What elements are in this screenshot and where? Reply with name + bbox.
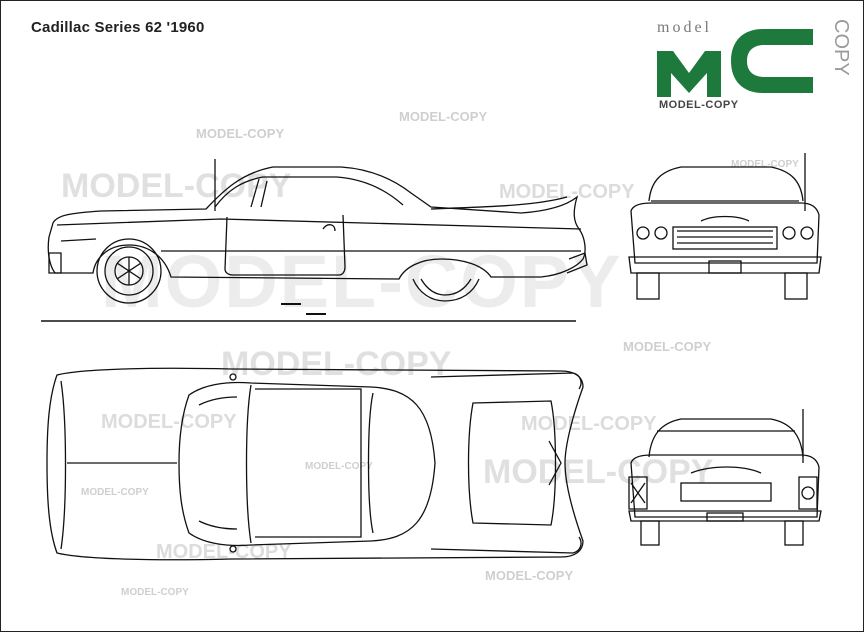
logo-side-text: COPY bbox=[830, 19, 852, 76]
watermark: MODEL-COPY bbox=[483, 453, 714, 491]
watermark: MODEL-COPY bbox=[305, 461, 373, 472]
watermark: MODEL-COPY bbox=[196, 126, 285, 141]
watermark: MODEL-COPY bbox=[156, 541, 292, 563]
page-title: Cadillac Series 62 '1960 bbox=[31, 19, 205, 36]
watermark: MODEL-COPY bbox=[121, 587, 189, 598]
watermark: MODEL-COPY bbox=[731, 159, 799, 170]
watermark: MODEL-COPY bbox=[399, 109, 488, 124]
logo-bottom-text: MODEL-COPY bbox=[659, 99, 739, 111]
watermark: MODEL-COPY bbox=[221, 345, 452, 383]
watermark: MODEL-COPY bbox=[499, 181, 635, 203]
watermark: MODEL-COPY bbox=[623, 339, 712, 354]
watermark: MODEL-COPY bbox=[81, 487, 149, 498]
logo-top-text: model bbox=[657, 19, 712, 36]
watermark: MODEL-COPY bbox=[101, 411, 237, 433]
watermark: MODEL-COPY bbox=[485, 568, 574, 583]
mc-logo-mark bbox=[657, 29, 813, 97]
model-copy-logo: model COPY MODEL-COPY bbox=[651, 15, 852, 115]
watermark-large: MODEL-COPY bbox=[101, 240, 623, 323]
